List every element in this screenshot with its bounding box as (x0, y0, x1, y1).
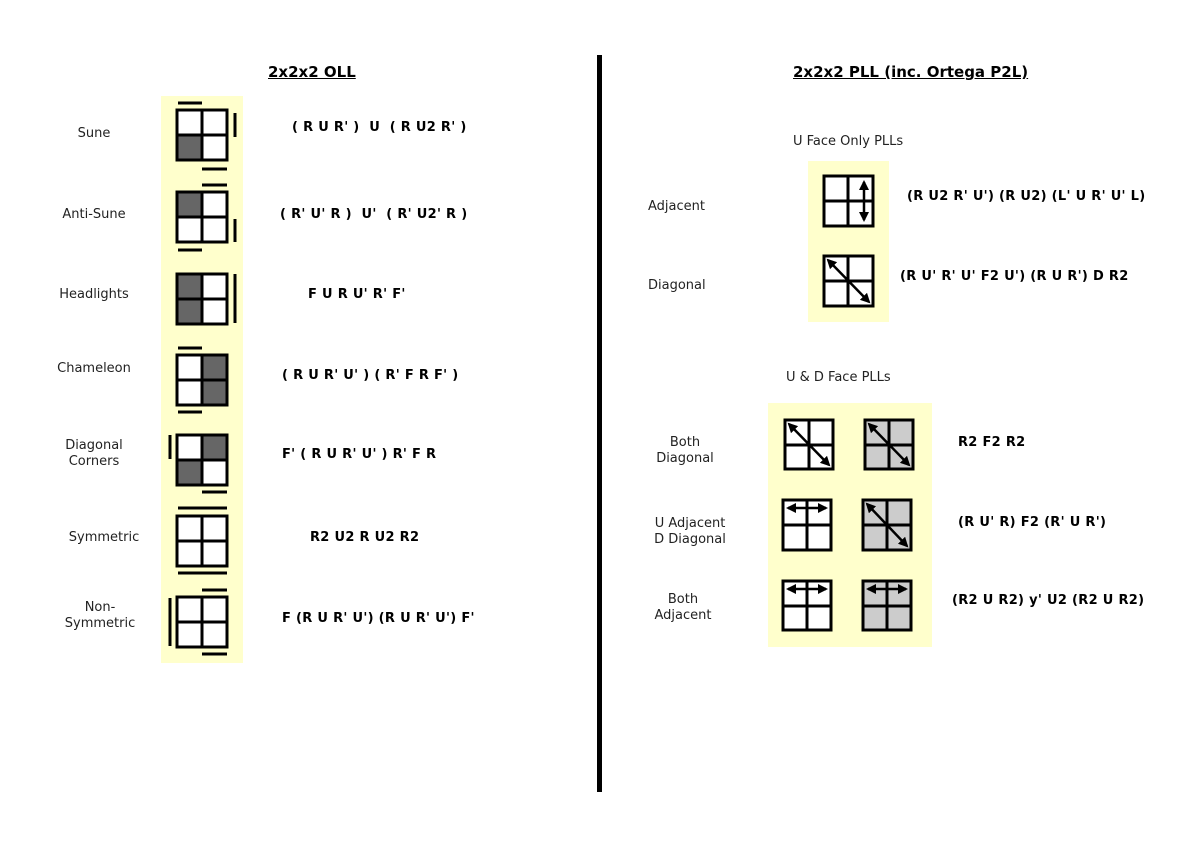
oll-case-label: Anti-Sune (62, 207, 126, 222)
oll-algorithm: ( R' U' R ) U' ( R' U2' R ) (280, 207, 468, 222)
pll-both-adjacent-d-icon (861, 579, 913, 632)
pll-u-adjacent-icon (781, 498, 833, 552)
pll-case-label: Both Diagonal (656, 435, 714, 466)
oll-diagonal-corners-icon (168, 433, 229, 494)
pll-title: 2x2x2 PLL (inc. Ortega P2L) (793, 63, 1029, 81)
pll-case-label: Both Adjacent (654, 592, 712, 623)
oll-non-symmetric-icon (168, 588, 229, 656)
pll-diagonal-icon (822, 254, 875, 308)
pll-algorithm: (R2 U R2) y' U2 (R2 U R2) (952, 593, 1145, 608)
pll-algorithm: R2 F2 R2 (958, 435, 1026, 450)
pll-both-diagonal-d-icon (863, 418, 915, 471)
pll-algorithm: (R U' R) F2 (R' U R') (958, 515, 1107, 530)
pll-algorithm: (R U' R' U' F2 U') (R U R') D R2 (900, 269, 1129, 284)
oll-case-label: Non- Symmetric (64, 600, 136, 631)
oll-algorithm: F (R U R' U') (R U R' U') F' (282, 611, 475, 626)
pll-algorithm: (R U2 R' U') (R U2) (L' U R' U' L) (907, 189, 1146, 204)
oll-chameleon-icon (175, 346, 229, 414)
pll-case-label: U Adjacent D Diagonal (654, 516, 726, 547)
oll-algorithm: R2 U2 R U2 R2 (310, 530, 420, 545)
u-face-heading: U Face Only PLLs (793, 134, 904, 149)
oll-anti-sune-icon (175, 183, 237, 252)
oll-symmetric-icon (175, 506, 229, 575)
oll-headlights-icon (175, 272, 237, 326)
pll-case-label: Adjacent (648, 199, 705, 214)
pll-both-adjacent-u-icon (781, 579, 833, 632)
oll-algorithm: ( R U R' ) U ( R U2 R' ) (292, 120, 467, 135)
oll-algorithm: F U R U' R' F' (308, 287, 406, 302)
pll-d-diagonal-icon (861, 498, 913, 552)
pll-both-diagonal-u-icon (783, 418, 835, 471)
column-divider (597, 55, 602, 792)
oll-sune-icon (175, 101, 237, 171)
pll-case-label: Diagonal (648, 278, 706, 293)
pll-adjacent-icon (822, 174, 875, 228)
oll-case-label: Sune (77, 126, 111, 141)
ud-face-heading: U & D Face PLLs (786, 370, 891, 385)
oll-case-label: Diagonal Corners (65, 438, 123, 469)
oll-title: 2x2x2 OLL (268, 63, 356, 81)
oll-case-label: Headlights (59, 287, 129, 302)
oll-algorithm: ( R U R' U' ) ( R' F R F' ) (282, 368, 459, 383)
oll-case-label: Symmetric (68, 530, 140, 545)
oll-case-label: Chameleon (57, 361, 131, 376)
oll-algorithm: F' ( R U R' U' ) R' F R (282, 447, 437, 462)
